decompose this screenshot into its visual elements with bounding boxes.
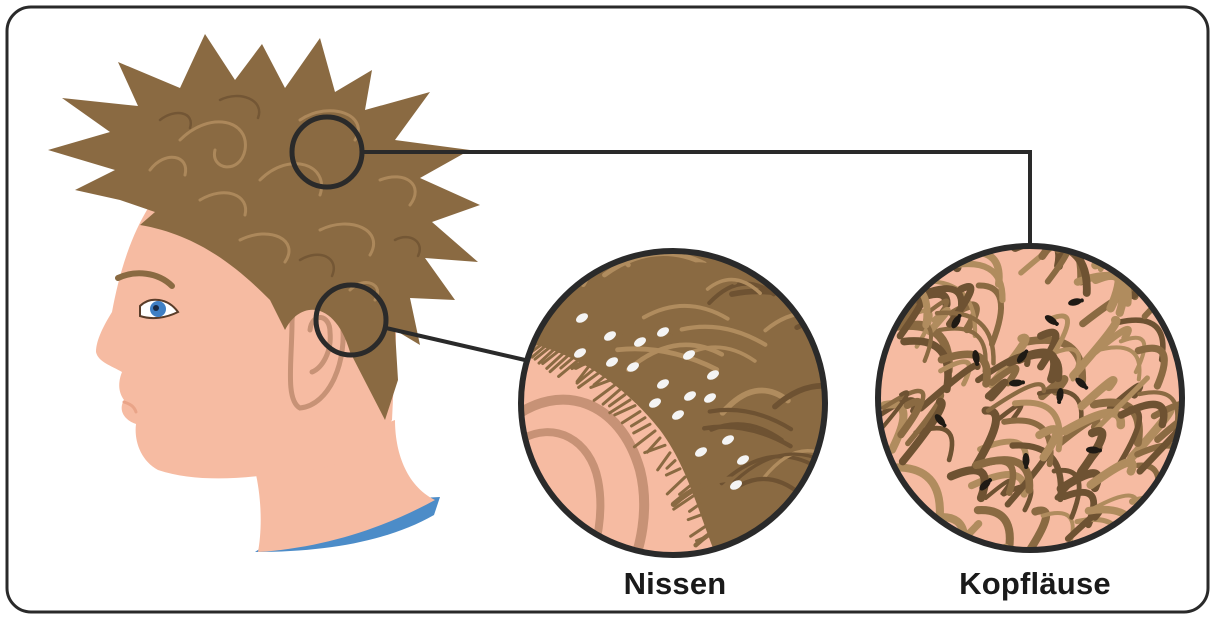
lice-label: Kopfläuse — [905, 566, 1165, 602]
nits-label: Nissen — [545, 566, 805, 602]
